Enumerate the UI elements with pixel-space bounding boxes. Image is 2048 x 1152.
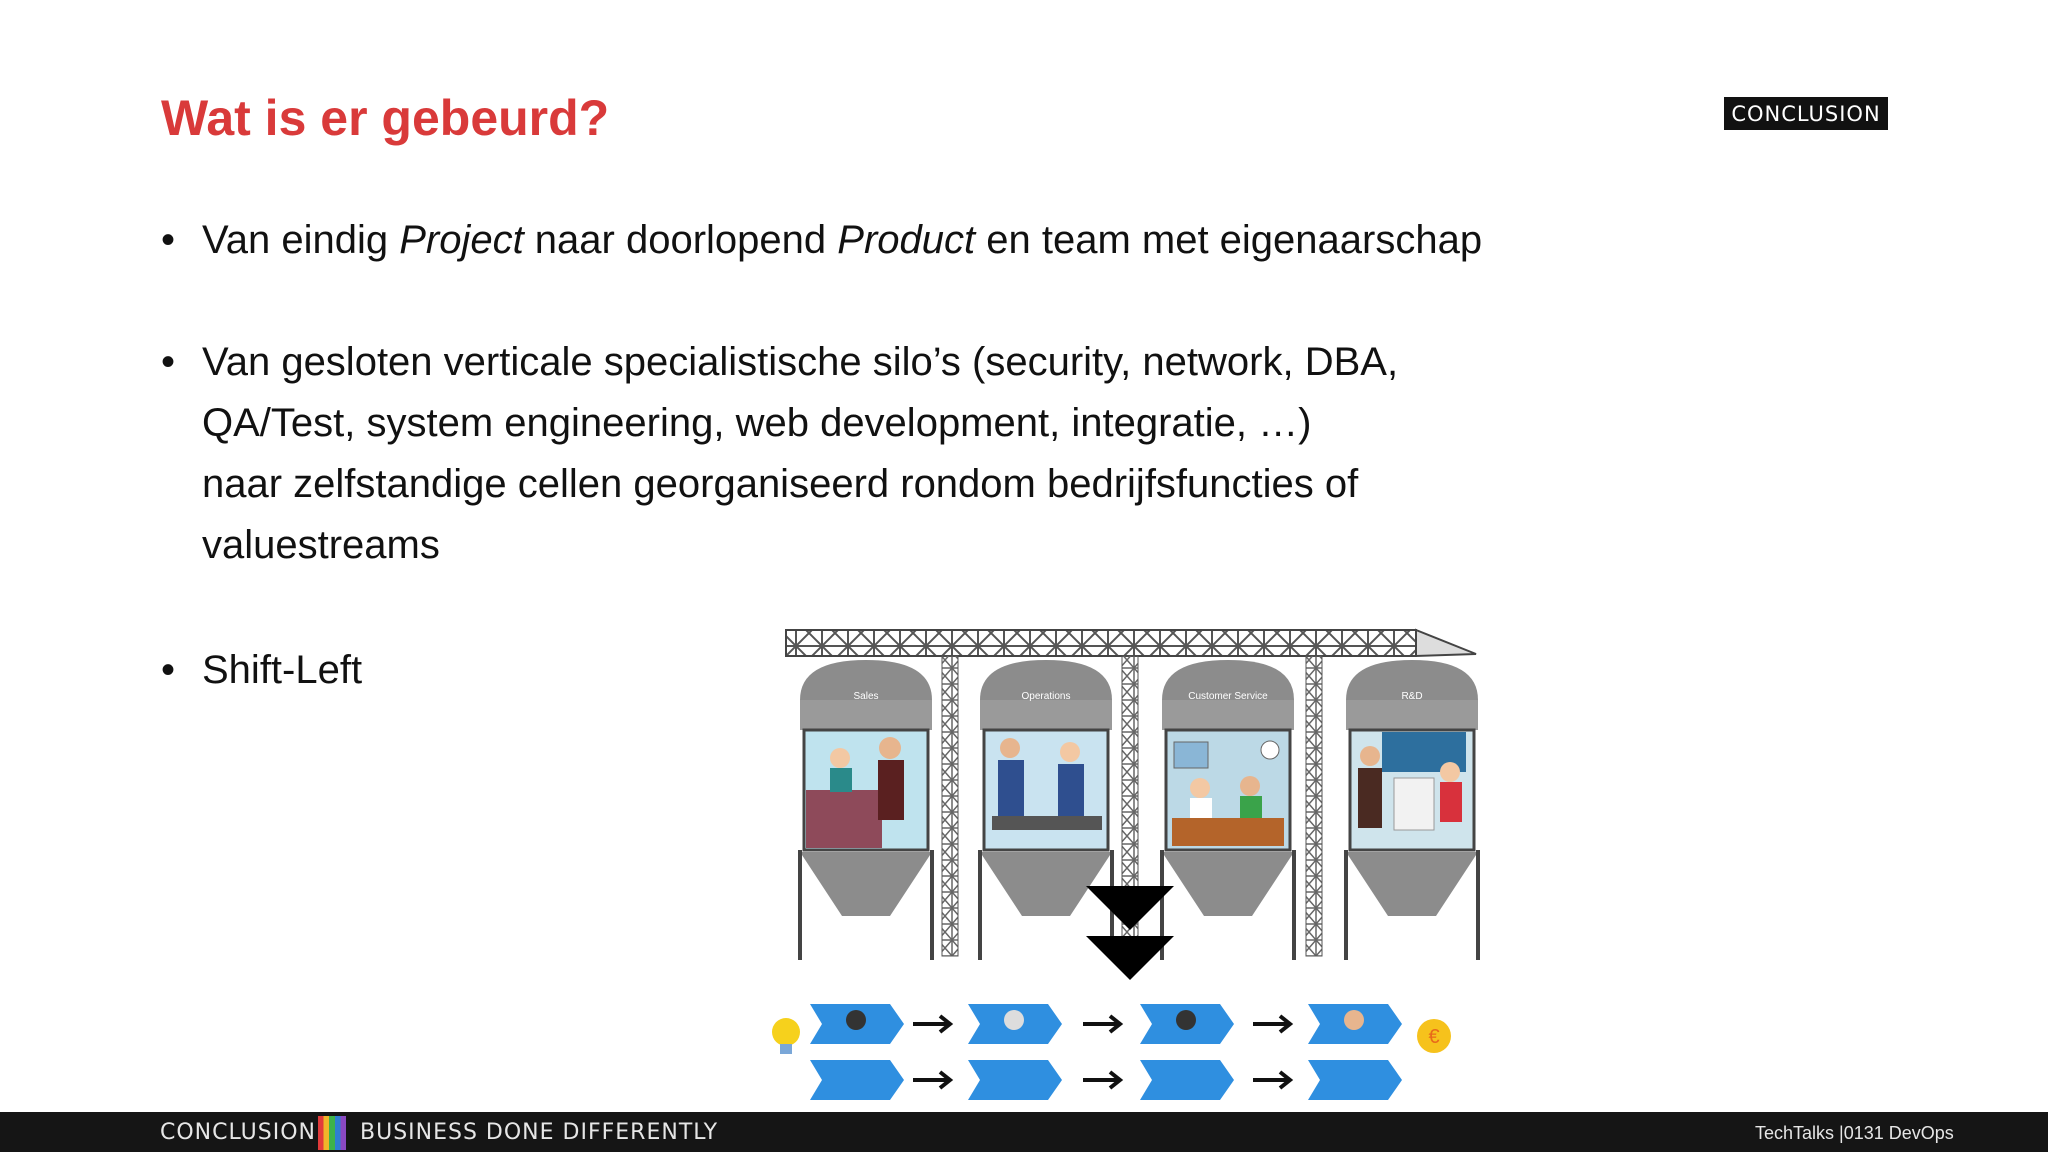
bullet-text: Van eindig Project naar doorlopend Produ… [202,218,1483,262]
silo-sales: Sales [798,660,934,960]
footer-brand: CONCLUSION [160,1120,316,1145]
silo-label: Customer Service [1188,691,1268,702]
conclusion-logo: CONCLUSION [1724,97,1888,130]
arrow-right-icon [1083,1014,1124,1034]
process-chevron [1140,1060,1234,1100]
down-arrow-icon [1086,936,1174,980]
euro-coin-icon: € [1417,1019,1451,1053]
bullet-marker: • [161,648,176,692]
bullet-text-line: naar zelfstandige cellen georganiseerd r… [202,462,1359,506]
silo-label: Operations [1022,691,1071,702]
footer-talk-label: TechTalks |0131 DevOps [1755,1123,1954,1143]
brand-color-stripe [318,1116,346,1150]
arrow-right-icon [913,1014,954,1034]
bullet-text-line: Van gesloten verticale specialistische s… [202,340,1399,384]
arrow-right-icon [1253,1070,1294,1090]
bullet-text-line: valuestreams [202,523,440,567]
process-chevron [810,1060,904,1100]
down-arrow-icon [1086,886,1174,930]
svg-text:€: € [1428,1026,1439,1048]
bullet-text: Shift-Left [202,648,363,692]
bullet-silos: • Van gesloten verticale specialistische… [161,332,1398,576]
bullet-marker: • [161,218,176,262]
process-chevron [1308,1060,1402,1100]
value-stream-row [810,1060,1402,1100]
bullet-project-product: • Van eindig Project naar doorlopend Pro… [161,210,1482,271]
value-stream-row [810,1004,1402,1044]
silo-customer-service: Customer Service [1160,660,1296,960]
silo-operations: Operations [978,660,1114,960]
silo-label: R&D [1401,691,1422,702]
footer-bar: CONCLUSION BUSINESS DONE DIFFERENTLY Tec… [0,1112,2048,1152]
slide-title: Wat is er gebeurd? [161,90,610,146]
arrow-right-icon [1083,1070,1124,1090]
arrow-right-icon [913,1070,954,1090]
support-column [1305,655,1323,957]
bullet-marker: • [161,340,176,384]
footer-tagline: BUSINESS DONE DIFFERENTLY [360,1120,719,1145]
crane-truss [785,628,1477,658]
process-chevron [968,1060,1062,1100]
bullet-shift-left: • Shift-Left [161,640,362,701]
support-column [941,655,959,957]
lightbulb-icon [772,1018,800,1054]
bullet-text-line: QA/Test, system engineering, web develop… [202,401,1312,445]
silo-research-development: R&D [1344,660,1480,960]
arrow-right-icon [1253,1014,1294,1034]
silo-label: Sales [853,691,878,702]
silos-illustration-svg: Sales Operations Customer Service [772,628,1480,1100]
silos-to-value-stream-illustration: Sales Operations Customer Service [770,620,1490,1115]
